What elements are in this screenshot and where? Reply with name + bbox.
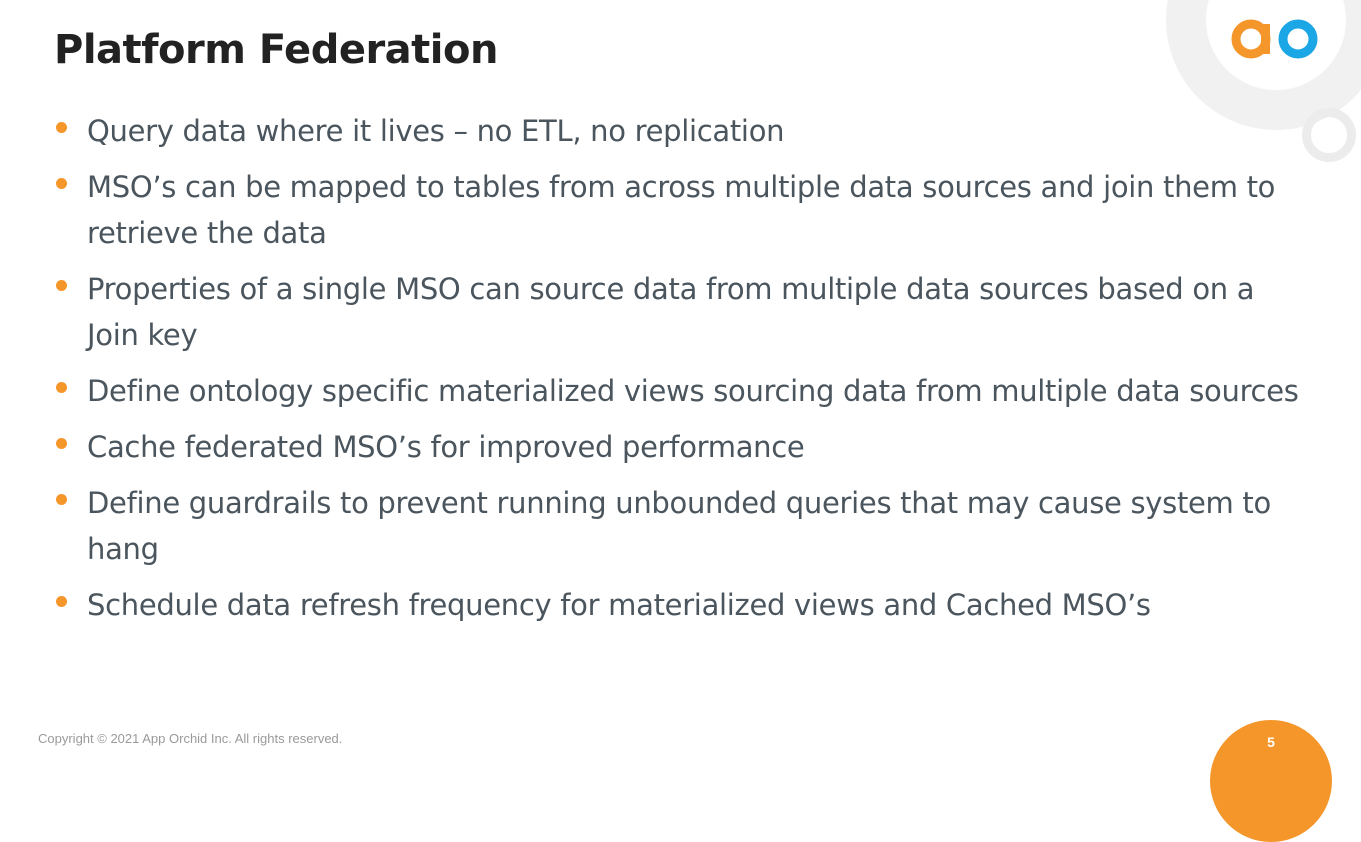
bullet-list: Query data where it lives – no ETL, no r… [56, 108, 1306, 638]
bullet-text: MSO’s can be mapped to tables from acros… [87, 170, 1276, 250]
bullet-item: Properties of a single MSO can source da… [56, 266, 1306, 358]
bullet-item: Schedule data refresh frequency for mate… [56, 582, 1306, 628]
bullet-dot-icon [56, 178, 67, 189]
page-number: 5 [1267, 734, 1275, 750]
page-number-badge: 5 [1210, 720, 1332, 842]
bullet-text: Query data where it lives – no ETL, no r… [87, 114, 785, 148]
bullet-text: Cache federated MSO’s for improved perfo… [87, 430, 805, 464]
ao-logo-icon [1231, 19, 1318, 59]
bullet-dot-icon [56, 382, 67, 393]
bullet-item: MSO’s can be mapped to tables from acros… [56, 164, 1306, 256]
bullet-dot-icon [56, 280, 67, 291]
slide-title: Platform Federation [54, 27, 498, 73]
bullet-item: Cache federated MSO’s for improved perfo… [56, 424, 1306, 470]
bullet-text: Properties of a single MSO can source da… [87, 272, 1255, 352]
bullet-text: Define ontology specific materialized vi… [87, 374, 1299, 408]
bullet-dot-icon [56, 122, 67, 133]
bullet-item: Define guardrails to prevent running unb… [56, 480, 1306, 572]
copyright-footer: Copyright © 2021 App Orchid Inc. All rig… [38, 731, 343, 746]
bullet-text: Define guardrails to prevent running unb… [87, 486, 1271, 566]
bullet-dot-icon [56, 438, 67, 449]
bullet-item: Query data where it lives – no ETL, no r… [56, 108, 1306, 154]
bullet-item: Define ontology specific materialized vi… [56, 368, 1306, 414]
decorative-ring-small [1302, 108, 1356, 162]
bullet-text: Schedule data refresh frequency for mate… [87, 588, 1151, 622]
bullet-dot-icon [56, 494, 67, 505]
bullet-dot-icon [56, 596, 67, 607]
